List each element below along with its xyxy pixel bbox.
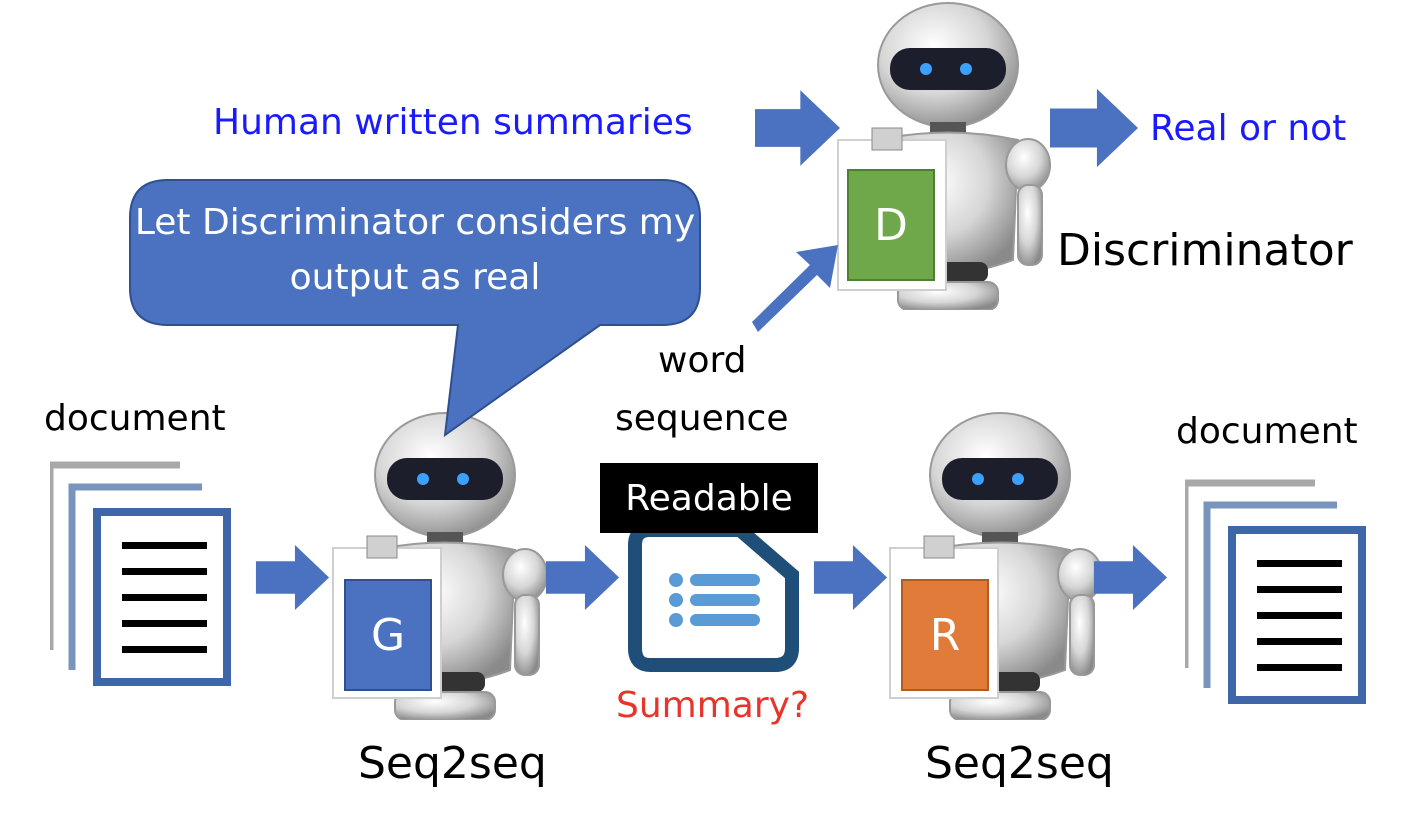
generator-letter: G xyxy=(370,609,406,661)
reconstructor-clipboard xyxy=(889,535,999,699)
arrow-summary-to-reconstructor xyxy=(813,545,888,610)
document-stack-right xyxy=(1185,483,1362,700)
arrow-human-to-discriminator xyxy=(755,90,840,166)
sequence-label: sequence xyxy=(615,398,789,439)
arrow-discriminator-to-output xyxy=(1050,88,1138,168)
reconstructor-letter: R xyxy=(929,609,961,661)
summary-icon xyxy=(628,523,799,672)
real-or-not-label: Real or not xyxy=(1150,108,1347,149)
document-stack-left xyxy=(50,465,227,682)
discriminator-clipboard xyxy=(837,127,947,291)
speech-bubble xyxy=(129,179,701,438)
arrow-reconstructor-to-document xyxy=(1093,545,1168,610)
reconstructor-seq2seq-label: Seq2seq xyxy=(925,738,1114,789)
generator-seq2seq-label: Seq2seq xyxy=(358,738,547,789)
document-left-label: document xyxy=(44,398,226,439)
readable-label: Readable xyxy=(600,463,818,533)
speech-bubble-text: Let Discriminator considers my output as… xyxy=(134,202,696,298)
summary-question-label: Summary? xyxy=(616,685,810,726)
document-right-label: document xyxy=(1176,411,1358,452)
arrow-word-sequence-to-discriminator xyxy=(752,245,838,332)
discriminator-label: Discriminator xyxy=(1057,225,1353,276)
human-written-summaries-label: Human written summaries xyxy=(213,102,693,143)
word-label: word xyxy=(658,340,747,381)
discriminator-letter: D xyxy=(874,199,908,251)
generator-clipboard xyxy=(332,535,442,699)
arrow-document-to-generator xyxy=(255,545,330,610)
arrow-generator-to-summary xyxy=(545,545,620,610)
